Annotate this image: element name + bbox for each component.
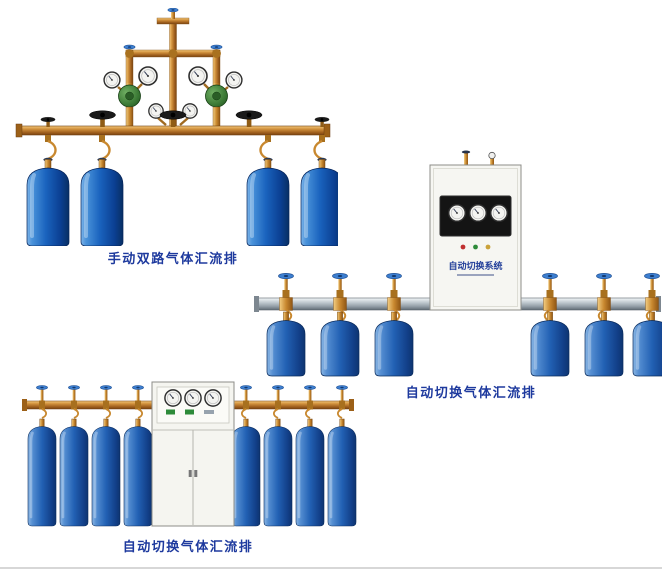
header-pipework [123,8,223,127]
product-illustration-manual-dual [15,8,338,246]
pressure-gauge-icon [447,203,467,223]
cylinder-handwheel-icon [272,385,284,390]
indicator-light-green [473,244,478,250]
product-card-auto-switch-floor: 自动切换气体汇流排 [18,378,358,555]
pressure-gauge-icon [184,389,202,407]
branch-valve-handwheel-icon [210,44,223,50]
indicator-light-amber [485,244,491,250]
handwheel-valve-icon [235,110,263,120]
cylinder-handwheel-icon [68,385,80,390]
cylinder-handwheel-icon [100,385,112,390]
product-caption: 自动切换气体汇流排 [405,385,537,400]
pressure-gauge-icon [489,203,509,223]
gas-cylinder [265,310,307,378]
cylinder-connections [45,135,325,161]
gas-cylinder [583,310,625,378]
pressure-gauge-icon [225,71,243,89]
pressure-gauge-icon [468,203,488,223]
product-caption: 手动双路气体汇流排 [107,251,239,266]
indicator-gray [204,410,214,414]
pipe-valves [40,110,330,127]
cylinder-handwheel-icon [304,385,316,390]
gas-cylinder [631,310,662,378]
indicator-light-red [460,244,466,250]
gas-cylinder [79,155,125,246]
product-card-auto-switch-wall: 自动切换系统 自动切换气体汇流排 [252,150,662,401]
cylinder-valves-top [36,385,348,410]
page-bottom-rule [0,567,662,569]
indicator-green [185,409,194,415]
top-valve-handwheel-icon [167,8,179,13]
pressure-gauge-icon [164,389,182,407]
pressure-gauge-icon [204,389,222,407]
cylinder-handwheel-icon [336,385,348,390]
door-handle [194,470,198,477]
control-cabinet-floor [151,381,235,527]
gas-cylinder [90,417,122,528]
branch-valve-handwheel-icon [123,44,136,50]
cylinder-handwheel-icon [542,272,558,280]
gas-cylinder [373,310,415,378]
cylinder-pigtails [41,408,343,419]
gas-cylinder [326,417,358,528]
gas-cylinder [26,417,58,528]
cabinet-label: 自动切换系统 [448,260,502,271]
handwheel-valve-icon [89,110,116,120]
door-handle [188,470,192,477]
gas-cylinder [25,155,71,246]
regulator-left [103,66,158,128]
gas-cylinder [230,417,262,528]
gas-cylinder [58,417,90,528]
cylinder-handwheel-icon [132,385,144,390]
product-caption: 自动切换气体汇流排 [122,539,254,554]
cylinder-handwheel-icon [332,272,348,280]
handwheel-valve-icon [314,116,330,123]
indicator-green [166,409,175,415]
gas-cylinder [529,310,571,378]
product-illustration-auto-floor [22,381,358,528]
cylinder-handwheel-icon [240,385,252,390]
gas-cylinder [294,417,326,528]
pressure-gauge-icon [138,66,158,86]
handwheel-valve-icon [40,116,56,123]
handwheel-valve-icon [159,110,187,120]
center-gauges [148,103,198,126]
control-cabinet: 自动切换系统 [429,150,522,311]
regulator-right [188,66,243,128]
cylinder-handwheel-icon [278,272,294,280]
cylinder-handwheel-icon [386,272,402,280]
product-card-manual-dual-manifold: 手动双路气体汇流排 [8,8,338,267]
pressure-gauge-icon [103,71,121,89]
gas-cylinder [319,310,361,378]
product-illustration-auto-wall: 自动切换系统 [254,150,662,378]
cylinder-handwheel-icon [36,385,48,390]
cylinder-handwheel-icon [596,272,612,280]
gas-cylinder [122,417,154,528]
pressure-gauge-icon [188,66,208,86]
gas-cylinder [262,417,294,528]
cylinder-handwheel-icon [644,272,660,280]
